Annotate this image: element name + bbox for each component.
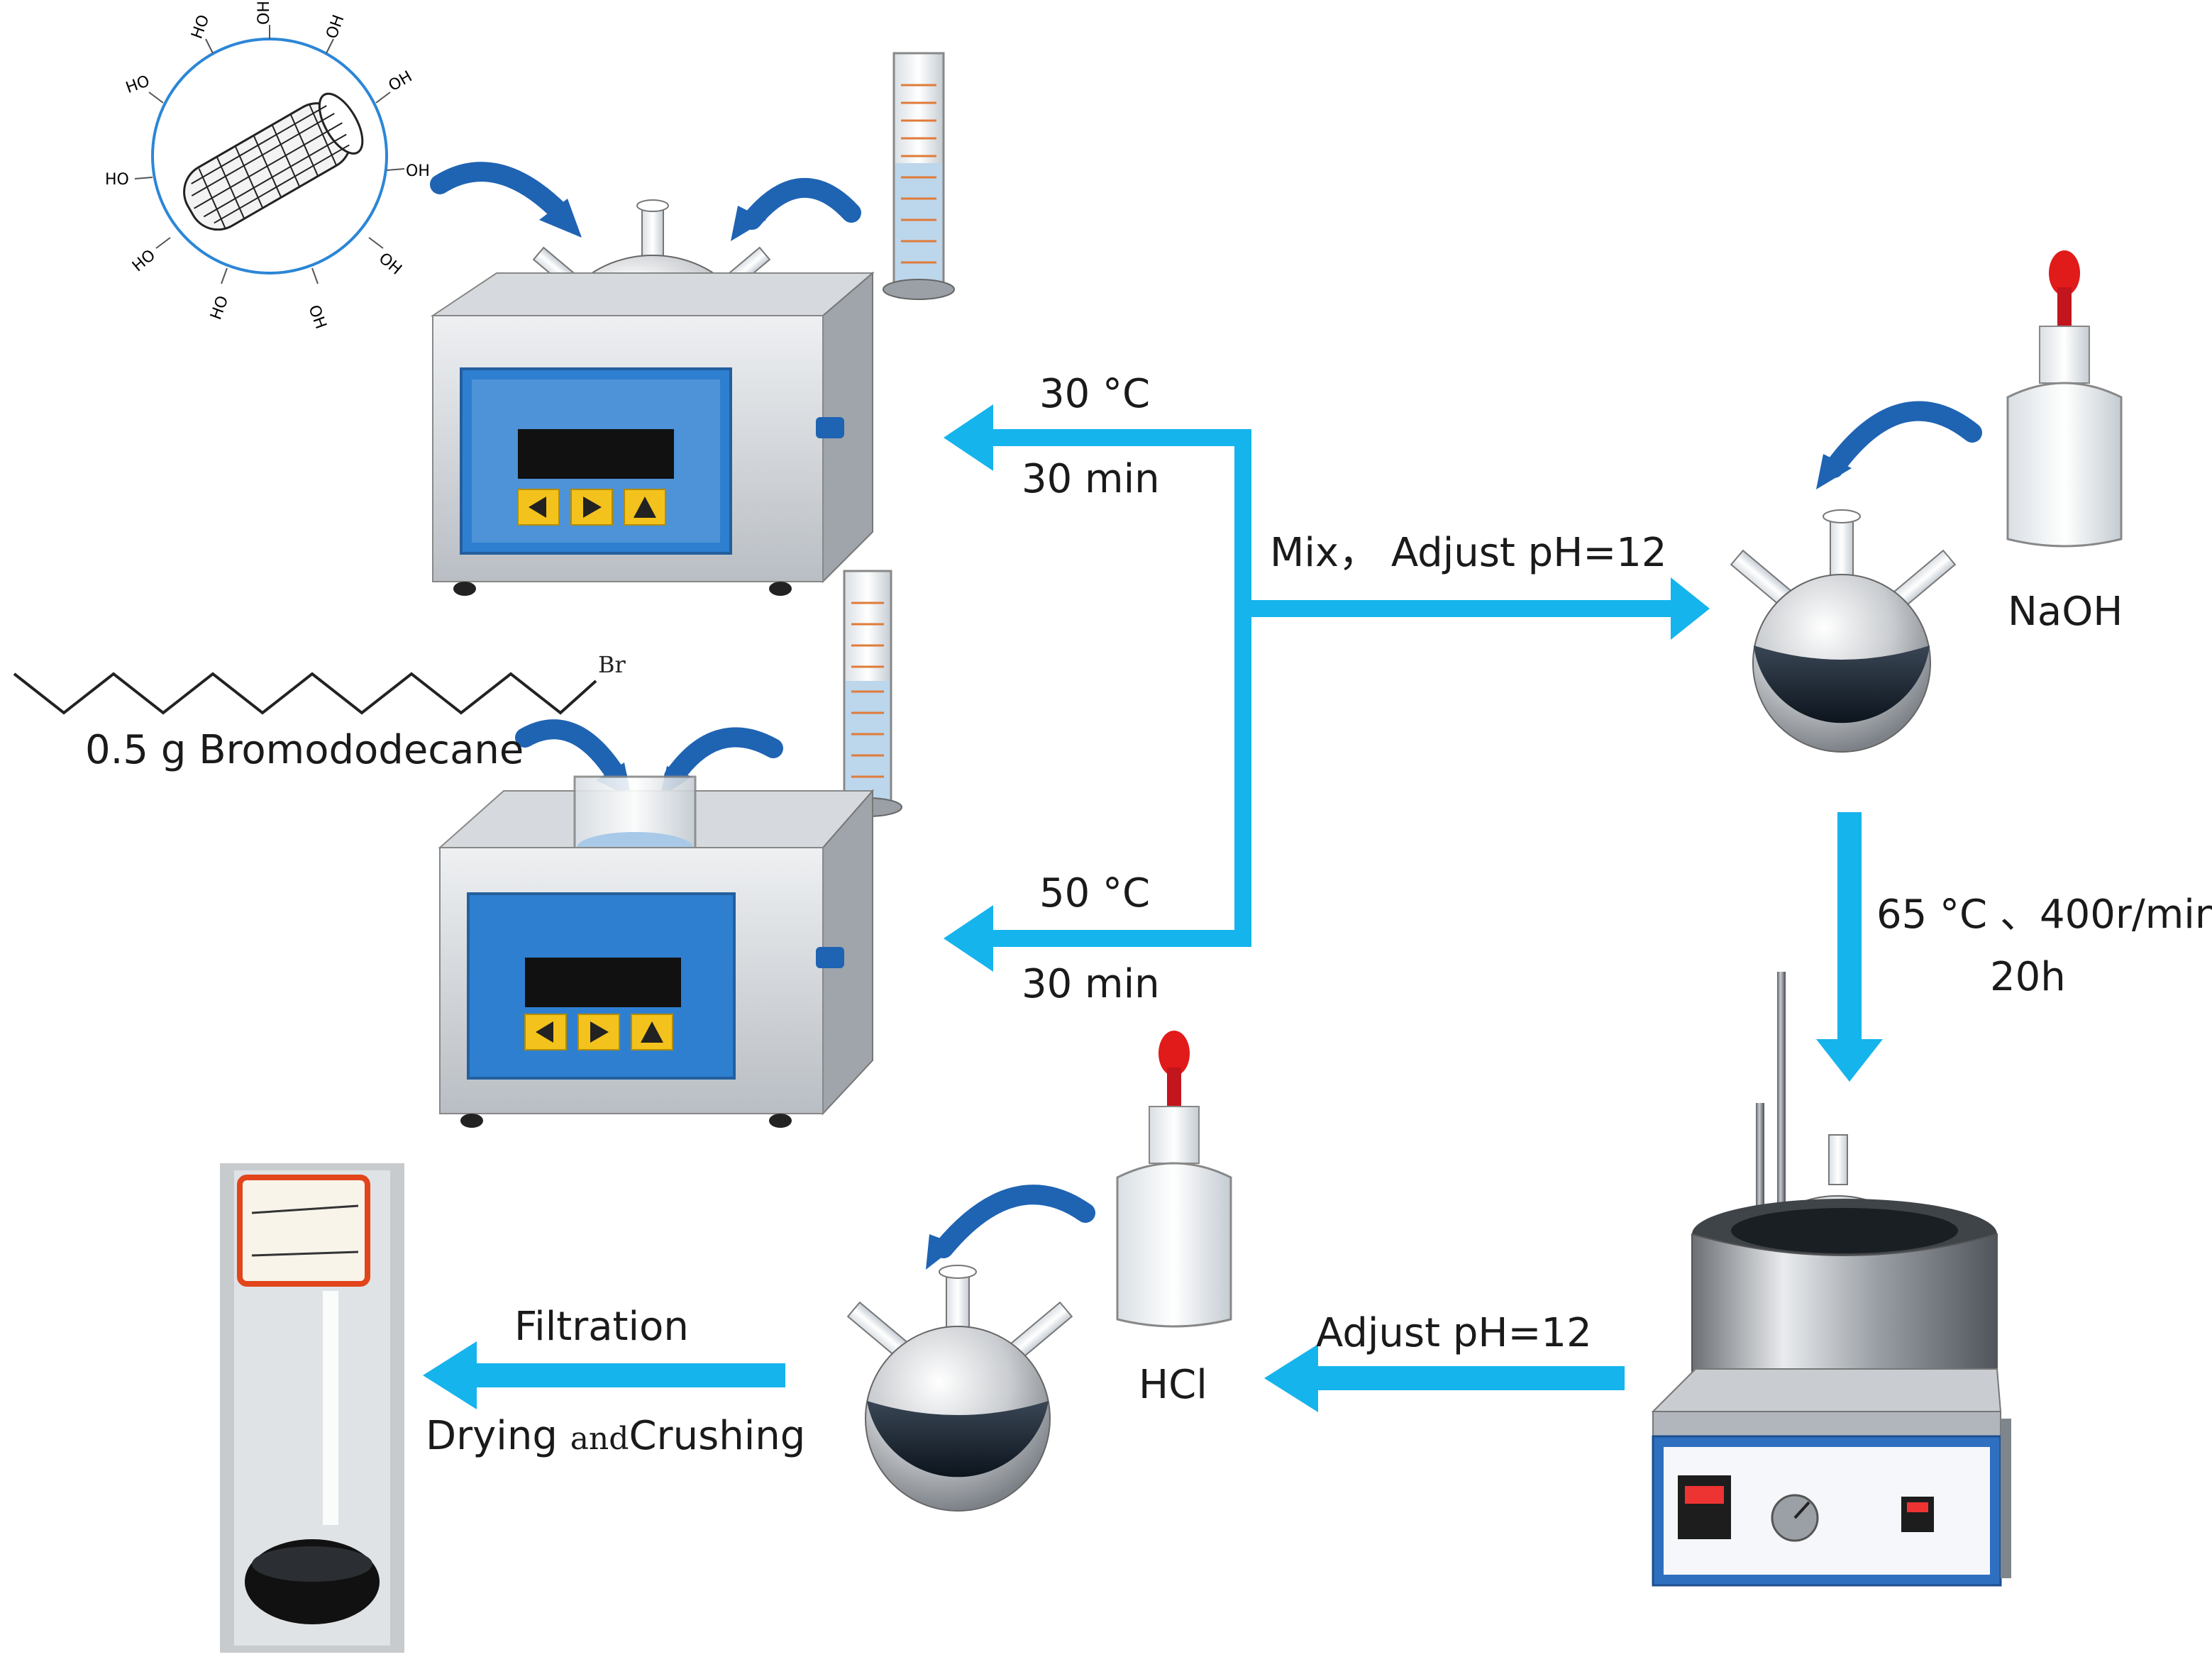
step2-duration: 30 min — [1022, 961, 1160, 1007]
oh-label-1: OH — [255, 1, 273, 25]
naoh-dropper-bottle — [2006, 250, 2123, 548]
three-neck-flask-mix — [1730, 509, 1957, 753]
arrowhead-filtration-left — [423, 1341, 477, 1409]
br-label: Br — [598, 651, 626, 678]
drying-word: Drying — [426, 1413, 558, 1459]
stirrer-temp-display — [1678, 1475, 1731, 1539]
oh-label-2: OH — [323, 13, 348, 41]
filtration-label: Filtration — [514, 1304, 689, 1350]
curved-arrow-cylinder-to-flask — [742, 178, 861, 230]
bath-display-bottom — [525, 958, 681, 1007]
arrowhead-down — [1816, 1039, 1883, 1082]
step1-temperature: 30 °C — [1039, 371, 1151, 417]
bath-button-left-bottom — [524, 1014, 567, 1050]
oh-label-4: OH — [406, 162, 430, 180]
three-neck-flask-hcl — [846, 1265, 1073, 1512]
and-word: and — [570, 1421, 629, 1457]
flow-arrows — [423, 404, 1883, 1412]
adjust-ph-label: Adjust pH=12 — [1316, 1310, 1592, 1356]
reaction-time-label: 20h — [1990, 954, 2066, 1000]
mix-adjust-label: Mix， Adjust pH=12 — [1270, 530, 1667, 576]
graduated-cylinder-bottom — [833, 570, 902, 817]
drying-crushing-label: Drying andCrushing — [426, 1416, 805, 1456]
bromododecane-chain — [13, 672, 597, 715]
step2-temperature: 50 °C — [1039, 870, 1151, 916]
bath-display-top — [518, 429, 674, 479]
crushing-word: Crushing — [629, 1413, 806, 1459]
ho-label-5: HO — [207, 294, 232, 322]
flow-down-shaft — [1837, 812, 1862, 1046]
curved-arrow-brom-2 — [664, 727, 783, 787]
carbon-nanotube-illustration: OH HO OH HO OH HO OH HO OH HO OH — [105, 1, 430, 331]
stirrer-power-switch — [1901, 1497, 1934, 1532]
ultrasonic-bath-top — [430, 199, 875, 596]
ho-label-2: HO — [123, 72, 152, 97]
naoh-label: NaOH — [2008, 589, 2123, 635]
curved-arrow-brom-1 — [515, 719, 627, 787]
product-vial-photo — [220, 1163, 404, 1653]
flow-branch-bottom — [986, 930, 1251, 947]
hcl-label: HCl — [1139, 1362, 1207, 1408]
flow-branch-mix — [1251, 600, 1677, 617]
flow-branch-top — [986, 429, 1251, 446]
graduated-cylinder-top — [883, 52, 955, 300]
oh-label-5: OH — [375, 250, 405, 279]
flow-adjust-shaft — [1312, 1366, 1625, 1390]
heating-magnetic-stirrer — [1651, 972, 2011, 1587]
curved-arrow-naoh — [1824, 401, 1982, 478]
ho-label-4: HO — [129, 246, 159, 275]
oh-label-3: OH — [386, 68, 416, 96]
flow-trunk — [1234, 429, 1251, 947]
step1-duration: 30 min — [1022, 456, 1160, 502]
reaction-condition-label: 65 °C 、400r/min — [1876, 892, 2212, 938]
curved-arrow-hcl — [934, 1185, 1095, 1258]
arrowhead-adjust-left — [1264, 1344, 1318, 1412]
arrowhead-top-left — [944, 404, 993, 471]
arrowhead-bottom-left — [944, 905, 993, 972]
oh-label-6: OH — [304, 303, 329, 331]
arrowhead-mix-right — [1671, 577, 1710, 640]
ho-label-3: HO — [105, 171, 129, 189]
ho-label-1: HO — [188, 13, 213, 41]
curved-arrow-cnt-to-flask — [430, 162, 570, 223]
bath-button-right-top — [570, 489, 613, 526]
curved-arrows — [430, 162, 1982, 1258]
bromododecane-label: 0.5 g Bromododecane — [85, 727, 524, 773]
flow-filtration-shaft — [472, 1363, 785, 1387]
hcl-dropper-bottle — [1116, 1031, 1232, 1328]
ultrasonic-bath-bottom — [438, 775, 875, 1128]
